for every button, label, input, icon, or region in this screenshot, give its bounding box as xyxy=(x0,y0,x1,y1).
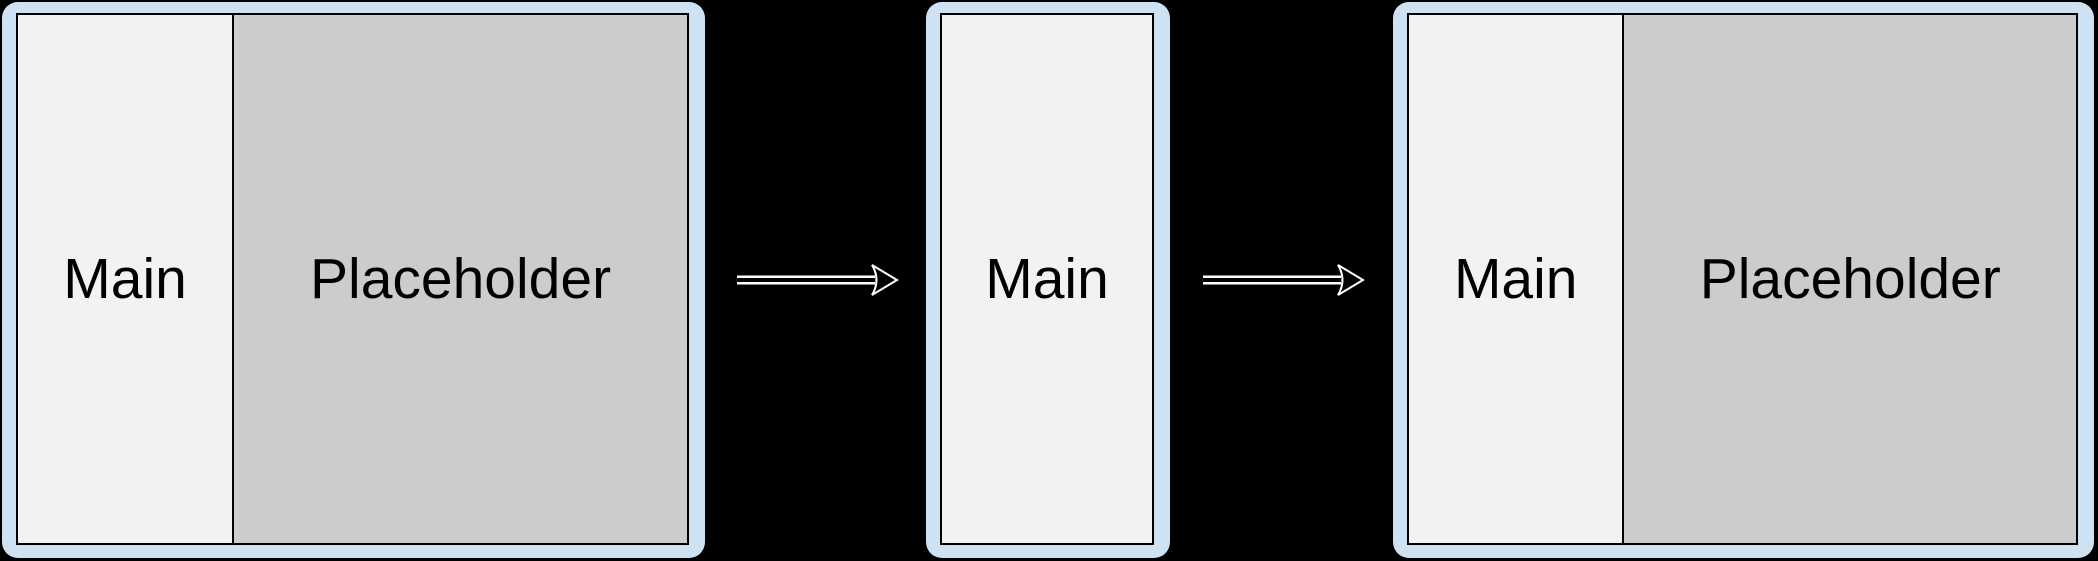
main-pane-label: Main xyxy=(1453,246,1578,311)
main-pane: Main xyxy=(942,15,1152,543)
placeholder-pane-label: Placeholder xyxy=(1699,246,2001,311)
main-pane-label: Main xyxy=(985,246,1109,311)
panel-middle-inner-frame: Main xyxy=(940,13,1154,545)
main-pane-label: Main xyxy=(63,246,187,311)
right-arrow-icon xyxy=(1203,264,1365,296)
placeholder-pane: Placeholder xyxy=(1622,15,2076,543)
placeholder-pane: Placeholder xyxy=(232,15,687,543)
panel-right-inner-frame: Main Placeholder xyxy=(1407,13,2078,545)
panel-middle-collapsed: Main xyxy=(926,2,1170,558)
placeholder-pane-label: Placeholder xyxy=(310,246,612,311)
panel-left-inner-frame: Main Placeholder xyxy=(16,13,689,545)
main-pane: Main xyxy=(18,15,233,543)
panel-left-expanded: Main Placeholder xyxy=(2,2,705,558)
panel-right-expanded: Main Placeholder xyxy=(1393,2,2094,558)
right-arrow-icon xyxy=(737,264,899,296)
main-pane: Main xyxy=(1409,15,1623,543)
